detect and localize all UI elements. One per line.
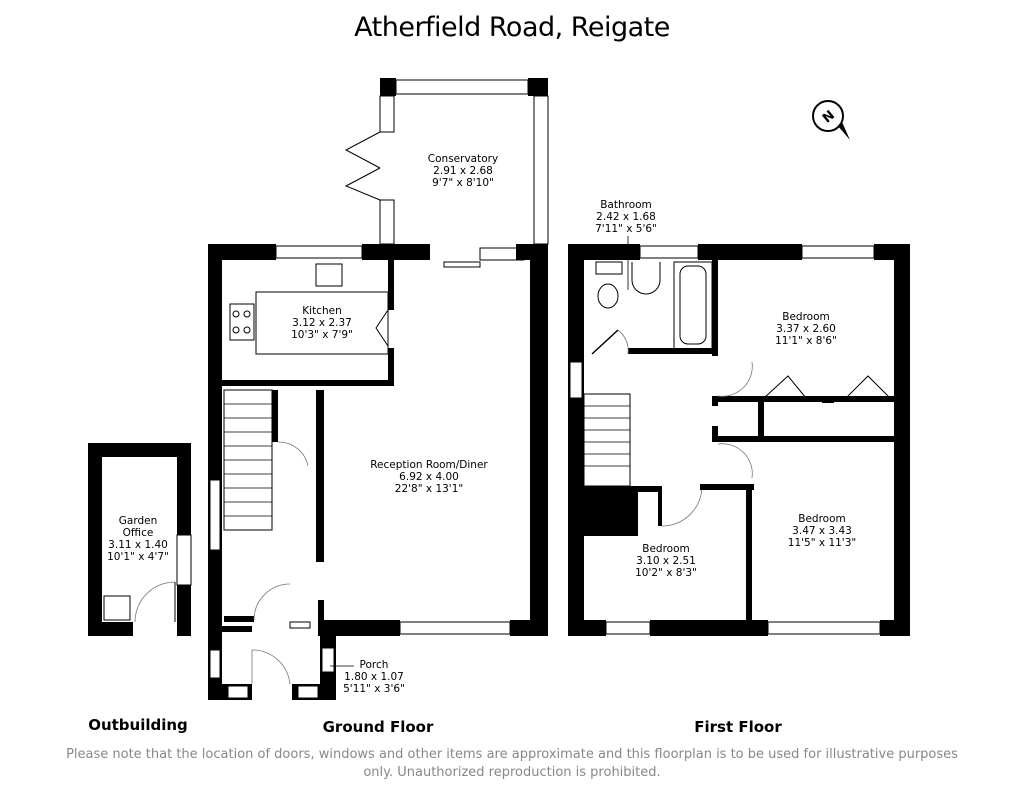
room-label-conservatory: Conservatory 2.91 x 2.68 9'7" x 8'10" xyxy=(428,153,498,189)
north-arrow-icon: N xyxy=(812,100,850,140)
room-label-porch: Porch 1.80 x 1.07 5'11" x 3'6" xyxy=(330,659,405,695)
svg-text:Bedroom: Bedroom xyxy=(782,311,830,323)
svg-text:Office: Office xyxy=(123,527,154,539)
svg-text:Bedroom: Bedroom xyxy=(642,543,690,555)
outbuilding-plan xyxy=(88,443,192,636)
svg-text:10'3" x 7'9": 10'3" x 7'9" xyxy=(291,329,353,341)
svg-text:1.80 x 1.07: 1.80 x 1.07 xyxy=(344,671,404,683)
svg-text:Reception Room/Diner: Reception Room/Diner xyxy=(370,459,488,471)
ground-floor-plan xyxy=(208,78,549,700)
room-label-garden-office: Garden Office 3.11 x 1.40 10'1" x 4'7" xyxy=(107,515,169,563)
svg-text:2.42 x 1.68: 2.42 x 1.68 xyxy=(596,211,656,223)
svg-text:3.47 x 3.43: 3.47 x 3.43 xyxy=(792,525,852,537)
first-floor-plan xyxy=(568,244,910,636)
plan-title: Atherfield Road, Reigate xyxy=(354,12,670,43)
svg-text:11'5" x 11'3": 11'5" x 11'3" xyxy=(788,537,856,549)
room-label-bathroom: Bathroom 2.42 x 1.68 7'11" x 5'6" xyxy=(595,199,657,290)
svg-text:Porch: Porch xyxy=(360,659,389,671)
svg-text:Conservatory: Conservatory xyxy=(428,153,498,165)
room-label-bedroom-2: Bedroom 3.47 x 3.43 11'5" x 11'3" xyxy=(788,513,856,549)
svg-text:6.92 x 4.00: 6.92 x 4.00 xyxy=(399,471,459,483)
svg-text:3.12 x 2.37: 3.12 x 2.37 xyxy=(292,317,352,329)
floor-label-ground: Ground Floor xyxy=(323,718,434,736)
svg-text:22'8" x 13'1": 22'8" x 13'1" xyxy=(395,483,463,495)
svg-text:3.10 x 2.51: 3.10 x 2.51 xyxy=(636,555,696,567)
room-label-bedroom-3: Bedroom 3.10 x 2.51 10'2" x 8'3" xyxy=(635,543,697,579)
svg-text:7'11" x 5'6": 7'11" x 5'6" xyxy=(595,223,657,235)
svg-text:Garden: Garden xyxy=(119,515,157,527)
svg-text:3.37 x 2.60: 3.37 x 2.60 xyxy=(776,323,836,335)
svg-text:10'2" x 8'3": 10'2" x 8'3" xyxy=(635,567,697,579)
svg-text:2.91 x 2.68: 2.91 x 2.68 xyxy=(433,165,493,177)
disclaimer: Please note that the location of doors, … xyxy=(66,747,958,780)
floor-label-outbuilding: Outbuilding xyxy=(88,716,188,734)
room-label-bedroom-1: Bedroom 3.37 x 2.60 11'1" x 8'6" xyxy=(775,311,837,347)
svg-text:5'11" x 3'6": 5'11" x 3'6" xyxy=(343,683,405,695)
floor-label-first: First Floor xyxy=(694,718,782,736)
svg-text:Kitchen: Kitchen xyxy=(302,305,341,317)
room-label-kitchen: Kitchen 3.12 x 2.37 10'3" x 7'9" xyxy=(291,305,353,341)
svg-text:3.11 x 1.40: 3.11 x 1.40 xyxy=(108,539,168,551)
svg-text:Bedroom: Bedroom xyxy=(798,513,846,525)
svg-text:Bathroom: Bathroom xyxy=(600,199,652,211)
svg-text:10'1" x 4'7": 10'1" x 4'7" xyxy=(107,551,169,563)
room-label-reception: Reception Room/Diner 6.92 x 4.00 22'8" x… xyxy=(370,459,488,495)
svg-text:9'7" x 8'10": 9'7" x 8'10" xyxy=(432,177,494,189)
svg-text:11'1" x 8'6": 11'1" x 8'6" xyxy=(775,335,837,347)
